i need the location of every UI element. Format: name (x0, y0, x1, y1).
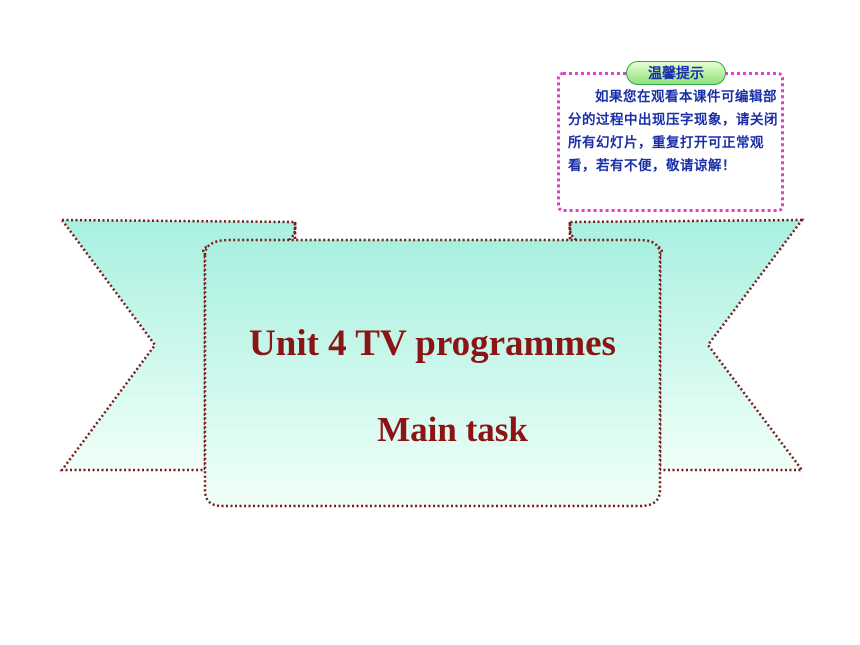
ribbon-main-panel (203, 238, 662, 508)
slide-subtitle: Main task (377, 410, 528, 449)
slide-title: Unit 4 TV programmes (249, 323, 616, 364)
notice-box (557, 72, 784, 212)
ribbon-right-tail (568, 218, 805, 472)
notice-badge: 温馨提示 (626, 61, 726, 85)
notice-text: 如果您在观看本课件可编辑部分的过程中出现压字现象，请关闭所有幻灯片，重复打开可正… (568, 89, 778, 174)
